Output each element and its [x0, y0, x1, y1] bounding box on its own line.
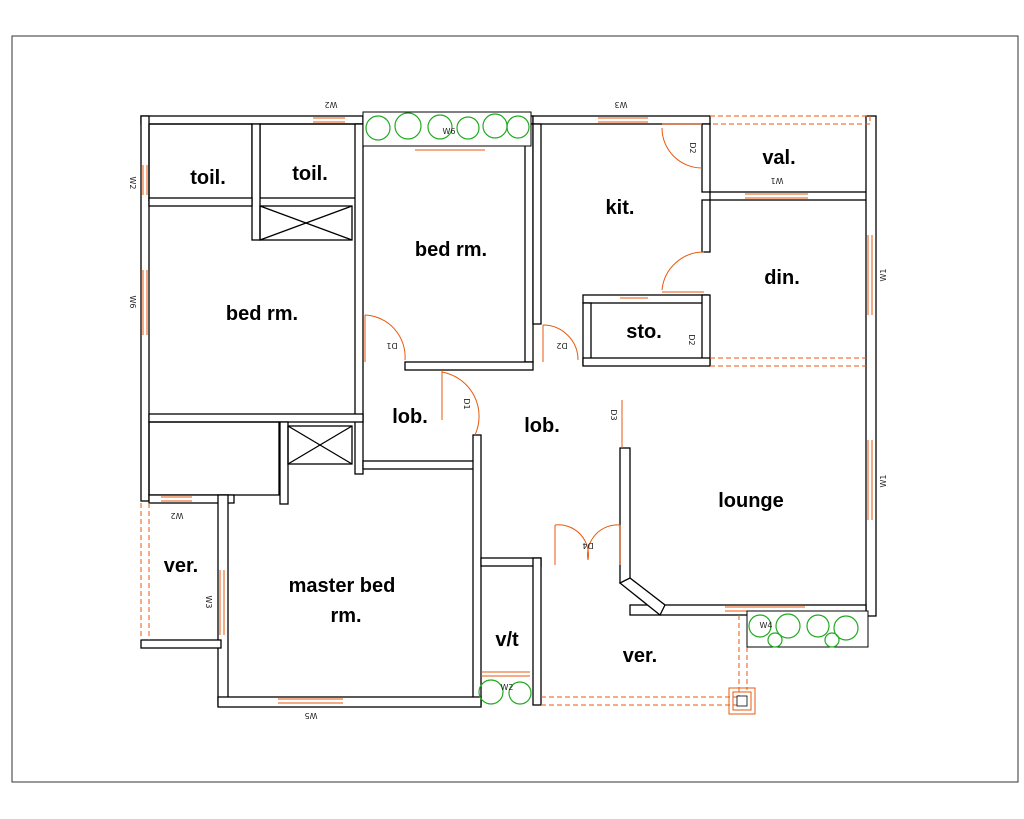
wall-lounge-left — [619, 447, 631, 584]
wall-under-toilet-1 — [148, 197, 253, 207]
tag-w2-left: W2 — [128, 177, 137, 190]
wall-wardrobe — [279, 421, 289, 505]
room-label-toilet-1: toil. — [190, 167, 226, 189]
wall-master-right — [472, 434, 482, 706]
room-label-master-line1: master bed — [289, 575, 396, 597]
tag-w3-top: W3 — [615, 100, 628, 109]
wall-lounge-chamfer — [618, 577, 666, 617]
tag-d2-kitchen: D2 — [688, 142, 697, 153]
wall-store-left — [582, 302, 592, 366]
room-label-lounge: lounge — [718, 490, 784, 512]
room-label-bedroom-left: bed rm. — [226, 303, 298, 325]
room-label-master-line2: rm. — [330, 605, 361, 627]
room-label-vt: v/t — [495, 629, 519, 651]
room-label-bedroom-center: bed rm. — [415, 239, 487, 261]
drawing-frame — [11, 35, 1019, 783]
wall-top-kitchen — [532, 115, 711, 125]
tag-d1: D1 — [386, 341, 397, 350]
duct-top — [259, 205, 353, 241]
tag-d2-store: D2 — [687, 334, 696, 345]
room-label-lobby-1: lob. — [392, 406, 428, 428]
tag-w1-valet: W1 — [771, 176, 784, 185]
room-label-kitchen: kit. — [606, 197, 635, 219]
tag-w4-lounge: W4 — [760, 621, 773, 630]
wall-vt-right — [532, 557, 542, 706]
wall-bed-center-right — [524, 123, 534, 363]
wall-kitchen-valet — [701, 123, 711, 193]
tag-w1-right-lower: W1 — [879, 475, 888, 488]
room-label-veranda-front: ver. — [623, 645, 657, 667]
tag-d2: D2 — [556, 341, 567, 350]
tag-d4: D4 — [582, 541, 593, 550]
wall-left-upper — [140, 115, 150, 502]
column-fill — [736, 695, 748, 707]
wall-bed-center-bottom — [404, 361, 534, 371]
toilet-2-outline — [259, 123, 362, 199]
tag-w1-right-upper: W1 — [879, 269, 888, 282]
wardrobe-left — [148, 421, 280, 496]
room-label-toilet-2: toil. — [292, 163, 328, 185]
walls — [140, 115, 877, 708]
room-label-dining: din. — [764, 267, 800, 289]
tag-w2-top: W2 — [325, 100, 338, 109]
wall-store-bottom — [582, 357, 711, 367]
wall-kitchen-dining — [701, 199, 711, 253]
wall-master-top — [362, 460, 476, 470]
wall-kitchen-left — [532, 123, 542, 325]
tag-w2-veranda: W2 — [171, 511, 184, 520]
wall-store-right — [701, 294, 711, 366]
tag-w2-vt: W2 — [501, 683, 514, 692]
tag-w5-bottom: W5 — [305, 711, 318, 720]
wall-valet-bottom — [709, 191, 871, 201]
wall-master-bottom — [217, 696, 482, 708]
wall-bedroom-center-left — [354, 123, 364, 475]
tag-w3-left: W3 — [204, 596, 213, 609]
wall-right-outer — [865, 115, 877, 617]
wall-top-left — [140, 115, 364, 125]
duct-lower — [287, 425, 353, 465]
room-label-veranda-left: ver. — [164, 555, 198, 577]
wall-bed-left-bottom — [148, 413, 364, 423]
room-label-valet: val. — [762, 147, 795, 169]
tag-d1-lobby: D1 — [462, 398, 471, 409]
tag-w6-top: W6 — [443, 127, 456, 136]
planters — [362, 111, 869, 705]
room-label-store: sto. — [626, 321, 662, 343]
tag-d3: D3 — [609, 409, 618, 420]
wall-veranda-left-bottom — [140, 639, 222, 649]
room-label-lobby-2: lob. — [524, 415, 560, 437]
wall-veranda-top — [148, 494, 235, 504]
wall-vt-top — [480, 557, 542, 567]
tag-w6-left: W6 — [128, 296, 137, 309]
wall-between-toilets — [251, 123, 261, 241]
wall-store-top — [582, 294, 709, 304]
